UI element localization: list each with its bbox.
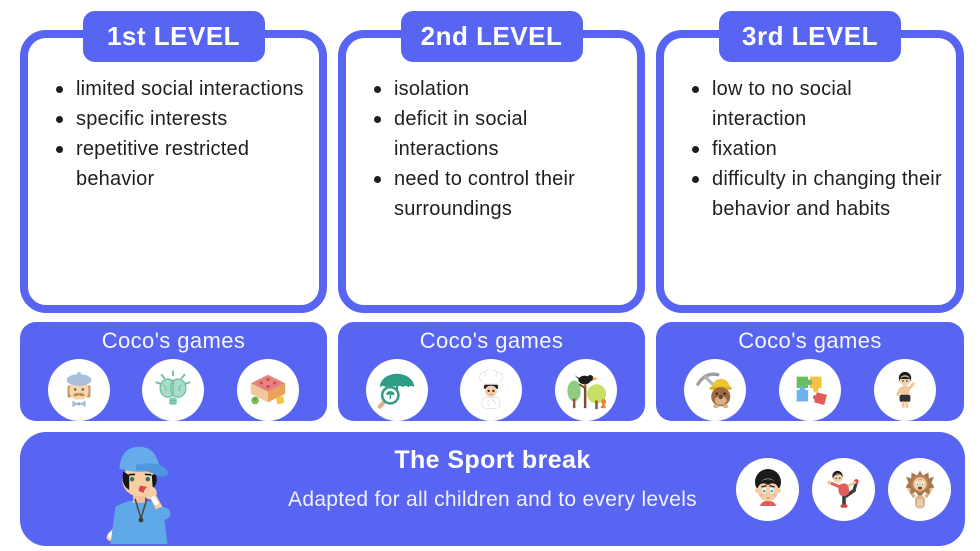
level-3-title: 3rd LEVEL (742, 21, 878, 51)
board-game-icon (236, 359, 299, 421)
coach-whistle-icon (80, 436, 198, 546)
games-icons-row (656, 359, 964, 421)
symptom-item: repetitive restricted behavior (54, 134, 313, 194)
column-level-1: 1st LEVEL limited social interactions sp… (20, 11, 327, 421)
level-1-card: limited social interactions specific int… (20, 30, 327, 313)
symptom-item: low to no social interaction (690, 74, 950, 134)
level-2-pill: 2nd LEVEL (400, 11, 583, 62)
swimmer-kid-icon (873, 359, 936, 421)
boy-face-icon (736, 458, 799, 521)
games-icons-row (338, 359, 645, 421)
mole-miner-icon (684, 359, 747, 421)
symptom-item: difficulty in changing their behavior an… (690, 164, 950, 224)
level-1-games-panel: Coco's games (20, 322, 327, 421)
games-panel-title: Coco's games (101, 328, 246, 353)
symptom-item: fixation (690, 134, 950, 164)
level-2-symptom-list: isolation deficit in social interactions… (372, 74, 631, 224)
sport-break-title: The Sport break (394, 446, 591, 474)
level-1-pill: 1st LEVEL (82, 11, 265, 62)
brain-idea-icon (142, 359, 205, 421)
symptom-item: need to control their surroundings (372, 164, 631, 224)
sport-break-icons-row (736, 458, 951, 521)
yoga-kid-icon (812, 458, 875, 521)
puzzle-pieces-icon (778, 359, 841, 421)
level-3-pill: 3rd LEVEL (719, 11, 901, 62)
artist-face-icon (48, 359, 111, 421)
level-1-title: 1st LEVEL (106, 21, 241, 51)
games-panel-title: Coco's games (419, 328, 564, 353)
column-level-2: 2nd LEVEL isolation deficit in social in… (338, 11, 645, 421)
forest-bird-icon (554, 359, 617, 421)
umbrella-magnifier-icon (366, 359, 429, 421)
level-2-title: 2nd LEVEL (420, 21, 563, 51)
games-panel-title: Coco's games (738, 328, 882, 353)
symptom-item: specific interests (54, 104, 313, 134)
chef-kid-icon (460, 359, 523, 421)
symptom-item: isolation (372, 74, 631, 104)
level-3-games-panel: Coco's games (656, 322, 964, 421)
symptom-item: limited social interactions (54, 74, 313, 104)
symptom-item: deficit in social interactions (372, 104, 631, 164)
level-3-card: low to no social interaction fixation di… (656, 30, 964, 313)
level-2-card: isolation deficit in social interactions… (338, 30, 645, 313)
level-3-symptom-list: low to no social interaction fixation di… (690, 74, 950, 224)
column-level-3: 3rd LEVEL low to no social interaction f… (656, 11, 964, 421)
level-columns: 1st LEVEL limited social interactions sp… (20, 11, 965, 421)
sport-break-banner: The Sport break Adapted for all children… (20, 432, 965, 546)
sport-break-subtitle: Adapted for all children and to every le… (288, 488, 697, 511)
games-icons-row (20, 359, 327, 421)
level-1-symptom-list: limited social interactions specific int… (54, 74, 313, 194)
sport-break-text: The Sport break Adapted for all children… (20, 446, 965, 512)
lion-costume-kid-icon (888, 458, 951, 521)
level-2-games-panel: Coco's games (338, 322, 645, 421)
